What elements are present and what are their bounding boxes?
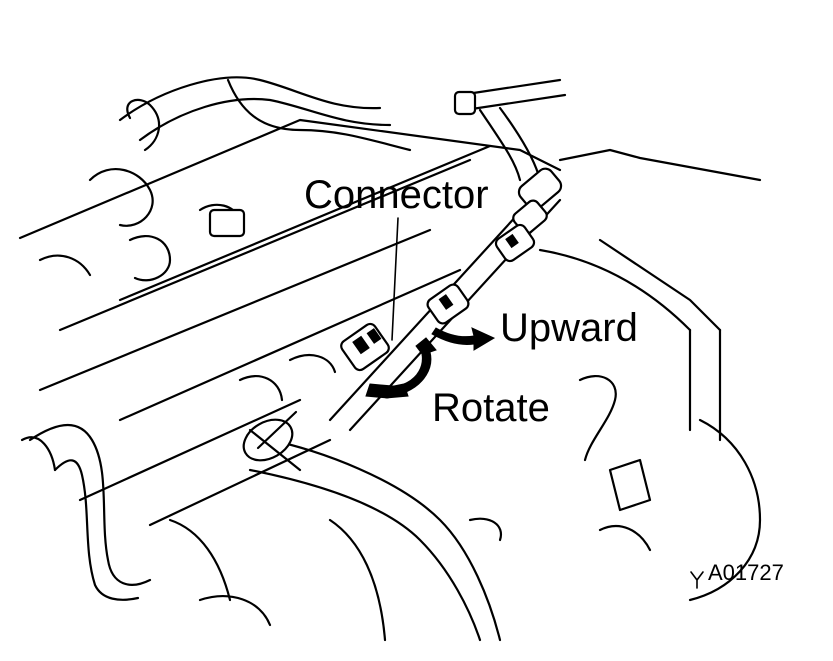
connector-cluster [238,223,536,472]
curved-arrow-right-icon [431,327,496,351]
upward-label: Upward [500,306,638,350]
right-block-top [558,148,762,182]
connector-label: Connector [304,173,489,217]
connector-pointer [391,217,399,341]
double-curved-arrow-icon [365,337,437,399]
rotate-label: Rotate [432,386,550,430]
manifold-top-edge [18,118,562,240]
upper-harness [118,76,382,122]
left-hose [28,424,152,586]
lower-wire [248,468,482,642]
figure-code: A01727 [708,560,784,585]
y-mark-icon [690,571,704,589]
